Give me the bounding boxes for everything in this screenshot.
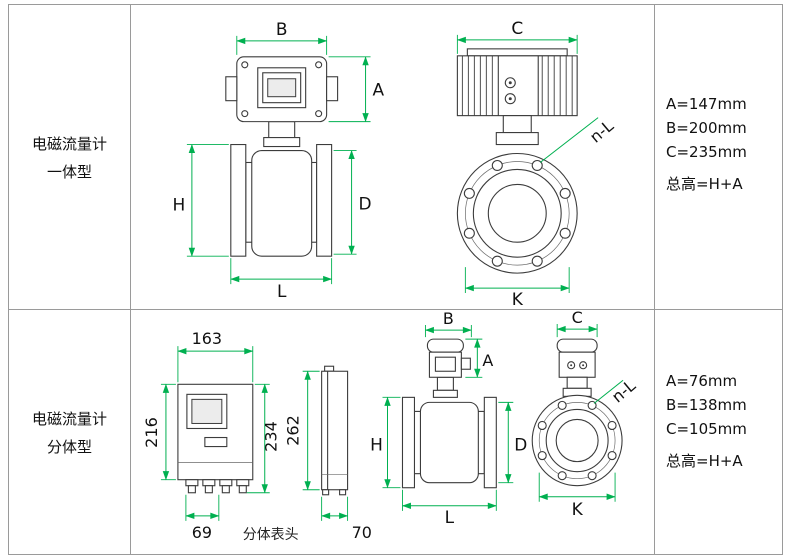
- dim-label-b-remote: B: [443, 310, 454, 328]
- dim-label-converter-side-height: 262: [284, 415, 303, 446]
- spec-a-integrated: A=147mm: [666, 95, 747, 113]
- remote-drawing-svg: 163 216 234 69 分体表头 262: [142, 310, 639, 543]
- remote-side-view: [531, 338, 623, 487]
- spec-c-integrated: C=235mm: [666, 143, 747, 161]
- dim-label-h-remote: H: [370, 436, 383, 456]
- dim-label-converter-height-right: 234: [262, 421, 281, 452]
- dim-label-converter-bottom-width: 69: [192, 523, 212, 542]
- spec-total-height-integrated: 总高=H+A: [666, 175, 743, 193]
- spec-b-remote: B=138mm: [666, 396, 747, 414]
- row-label-integrated-line1: 电磁流量计: [31, 134, 107, 153]
- dim-label-c-integrated: C: [511, 18, 523, 38]
- row-label-integrated-line2: 一体型: [46, 162, 92, 181]
- spec-total-height-remote: 总高=H+A: [666, 452, 743, 470]
- integrated-specs: A=147mm B=200mm C=235mm 总高=H+A: [655, 5, 782, 310]
- dim-label-l-integrated: L: [277, 281, 287, 301]
- remote-converter-side-dimensions: 262 70: [284, 370, 372, 542]
- dim-label-converter-side-width: 70: [352, 523, 372, 542]
- integrated-front-dimensions: B A H D L: [173, 19, 385, 301]
- row-label-remote: 电磁流量计 分体型: [9, 310, 131, 554]
- spec-b-integrated: B=200mm: [666, 119, 747, 137]
- dim-label-converter-height-left: 216: [142, 417, 161, 448]
- dim-label-a-remote: A: [482, 351, 493, 370]
- remote-converter-side: [321, 365, 349, 496]
- spec-c-remote: C=105mm: [666, 420, 747, 438]
- row-label-remote-line2: 分体型: [46, 437, 92, 456]
- dim-label-nl-remote: n-L: [608, 376, 639, 407]
- integrated-drawings: B A H D L: [131, 5, 655, 310]
- dim-label-nl-integrated: n-L: [586, 116, 617, 147]
- dim-label-a-integrated: A: [373, 80, 385, 100]
- dim-label-h-integrated: H: [173, 194, 186, 214]
- dim-label-converter-width: 163: [192, 329, 222, 348]
- remote-specs: A=76mm B=138mm C=105mm 总高=H+A: [655, 310, 782, 554]
- dim-label-b-integrated: B: [276, 19, 288, 39]
- spec-a-remote: A=76mm: [666, 372, 738, 390]
- row-label-remote-line1: 电磁流量计: [31, 409, 107, 428]
- dim-label-k-remote: K: [572, 500, 584, 520]
- dim-label-c-remote: C: [572, 310, 583, 327]
- dim-label-d-integrated: D: [359, 193, 372, 213]
- remote-drawings: 163 216 234 69 分体表头 262: [131, 310, 655, 554]
- remote-front-dimensions: B A H D L: [370, 310, 527, 528]
- integrated-front-view: [225, 56, 339, 257]
- remote-front-view: [401, 338, 497, 489]
- integrated-drawing-svg: B A H D L: [173, 18, 618, 309]
- integrated-side-view: [456, 48, 578, 274]
- remote-converter-front: [177, 383, 254, 494]
- dim-label-d-remote: D: [514, 436, 527, 456]
- row-label-integrated: 电磁流量计 一体型: [9, 5, 131, 310]
- dim-label-l-remote: L: [445, 508, 455, 528]
- remote-converter-caption: 分体表头: [243, 527, 299, 543]
- remote-converter-front-dimensions: 163 216 234 69 分体表头: [142, 329, 299, 543]
- spec-table: 电磁流量计 一体型: [8, 4, 783, 555]
- dim-label-k-integrated: K: [512, 289, 524, 309]
